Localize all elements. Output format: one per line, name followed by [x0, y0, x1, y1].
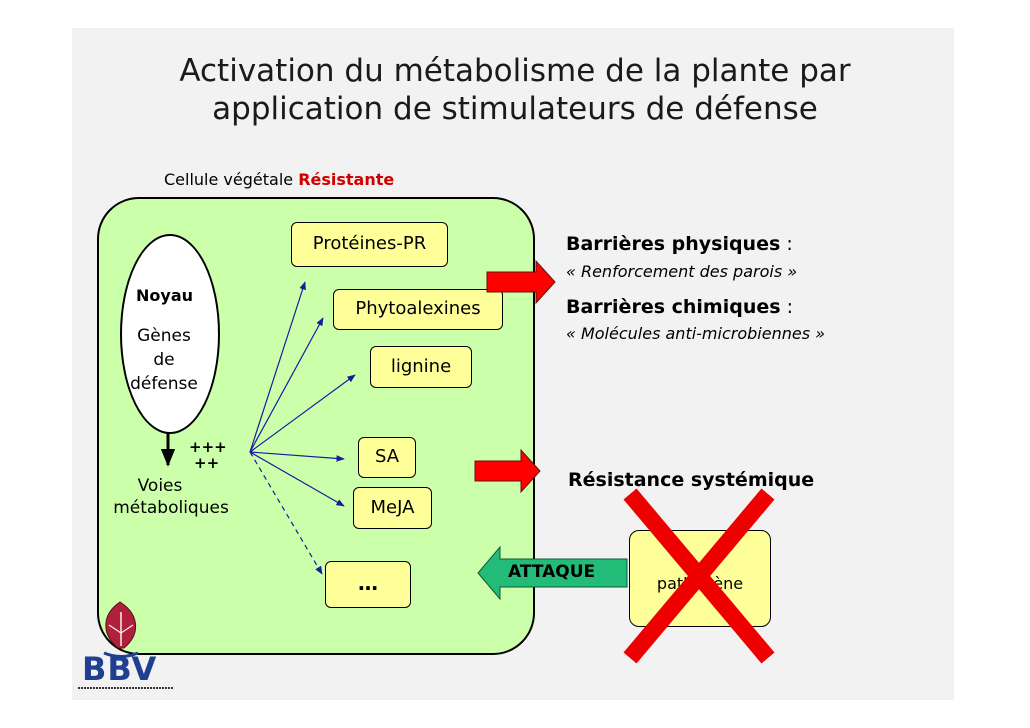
pathway-arrow-sa [250, 452, 344, 459]
pathway-arrow-meja [250, 452, 344, 506]
chemical-barriers-title: Barrières chimiques : [566, 296, 793, 318]
physical-barriers-sep: : [780, 233, 792, 255]
physical-barriers-detail-text: « Renforcement des parois » [566, 262, 797, 281]
logo-text: BBV [82, 650, 157, 688]
chemical-barriers-sep: : [781, 296, 793, 318]
systemic-resistance-label: Résistance systémique [568, 469, 814, 491]
chemical-barriers-detail: « Molécules anti-microbiennes » [566, 324, 825, 343]
pathway-arrow-lignine [250, 375, 355, 452]
arrow-to-systemic [475, 450, 540, 492]
arrow-to-barriers [487, 261, 555, 303]
pathogen-cross [630, 494, 768, 658]
chemical-barriers-label: Barrières chimiques [566, 296, 781, 318]
physical-barriers-label: Barrières physiques [566, 233, 780, 255]
logo-leaf-icon [104, 602, 138, 657]
physical-barriers-detail: « Renforcement des parois » [566, 262, 797, 281]
chemical-barriers-detail-text: « Molécules anti-microbiennes » [566, 324, 825, 343]
attack-label: ATTAQUE [508, 562, 595, 582]
pathway-arrow-other [250, 452, 322, 574]
physical-barriers-title: Barrières physiques : [566, 233, 793, 255]
